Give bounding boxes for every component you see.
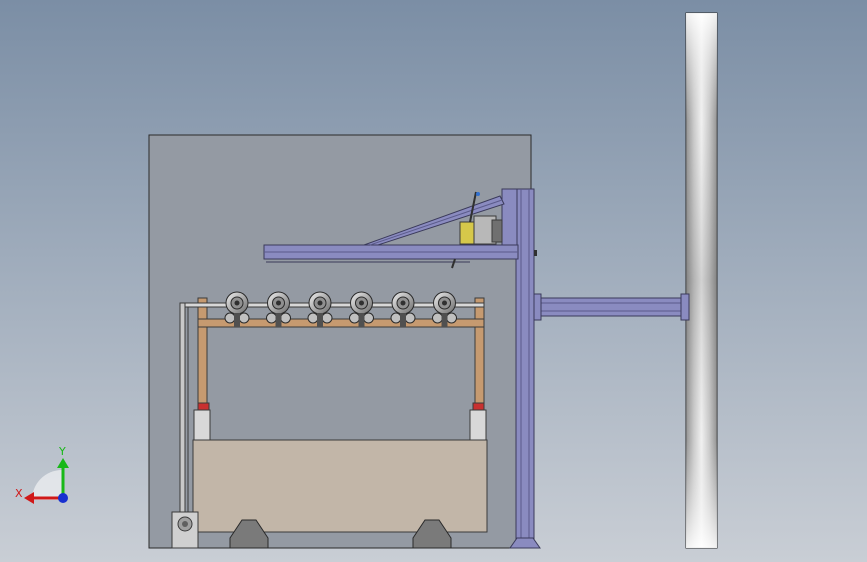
actuator-assembly[interactable] bbox=[451, 191, 503, 269]
x-axis-arrowhead bbox=[24, 492, 34, 504]
side-panel[interactable] bbox=[685, 12, 718, 549]
roller[interactable] bbox=[349, 291, 374, 327]
roller-frame[interactable] bbox=[179, 297, 487, 516]
top-beam[interactable] bbox=[263, 195, 519, 263]
roller[interactable] bbox=[224, 291, 250, 327]
tank[interactable] bbox=[192, 439, 488, 533]
y-axis-arrowhead bbox=[57, 458, 69, 468]
connecting-arm[interactable] bbox=[532, 293, 690, 321]
z-axis-dot bbox=[58, 493, 68, 503]
x-axis-label: X bbox=[15, 487, 23, 500]
support-foot-right[interactable] bbox=[412, 519, 452, 549]
roller[interactable] bbox=[307, 291, 333, 327]
drive-motor[interactable] bbox=[171, 511, 199, 549]
orientation-triad: Y X bbox=[15, 445, 69, 504]
roller[interactable] bbox=[266, 291, 291, 327]
support-foot-left[interactable] bbox=[229, 519, 269, 549]
vertical-column[interactable] bbox=[501, 188, 541, 549]
rollers bbox=[224, 291, 457, 327]
roller[interactable] bbox=[432, 291, 457, 327]
roller[interactable] bbox=[390, 291, 416, 327]
y-axis-label: Y bbox=[58, 445, 66, 458]
